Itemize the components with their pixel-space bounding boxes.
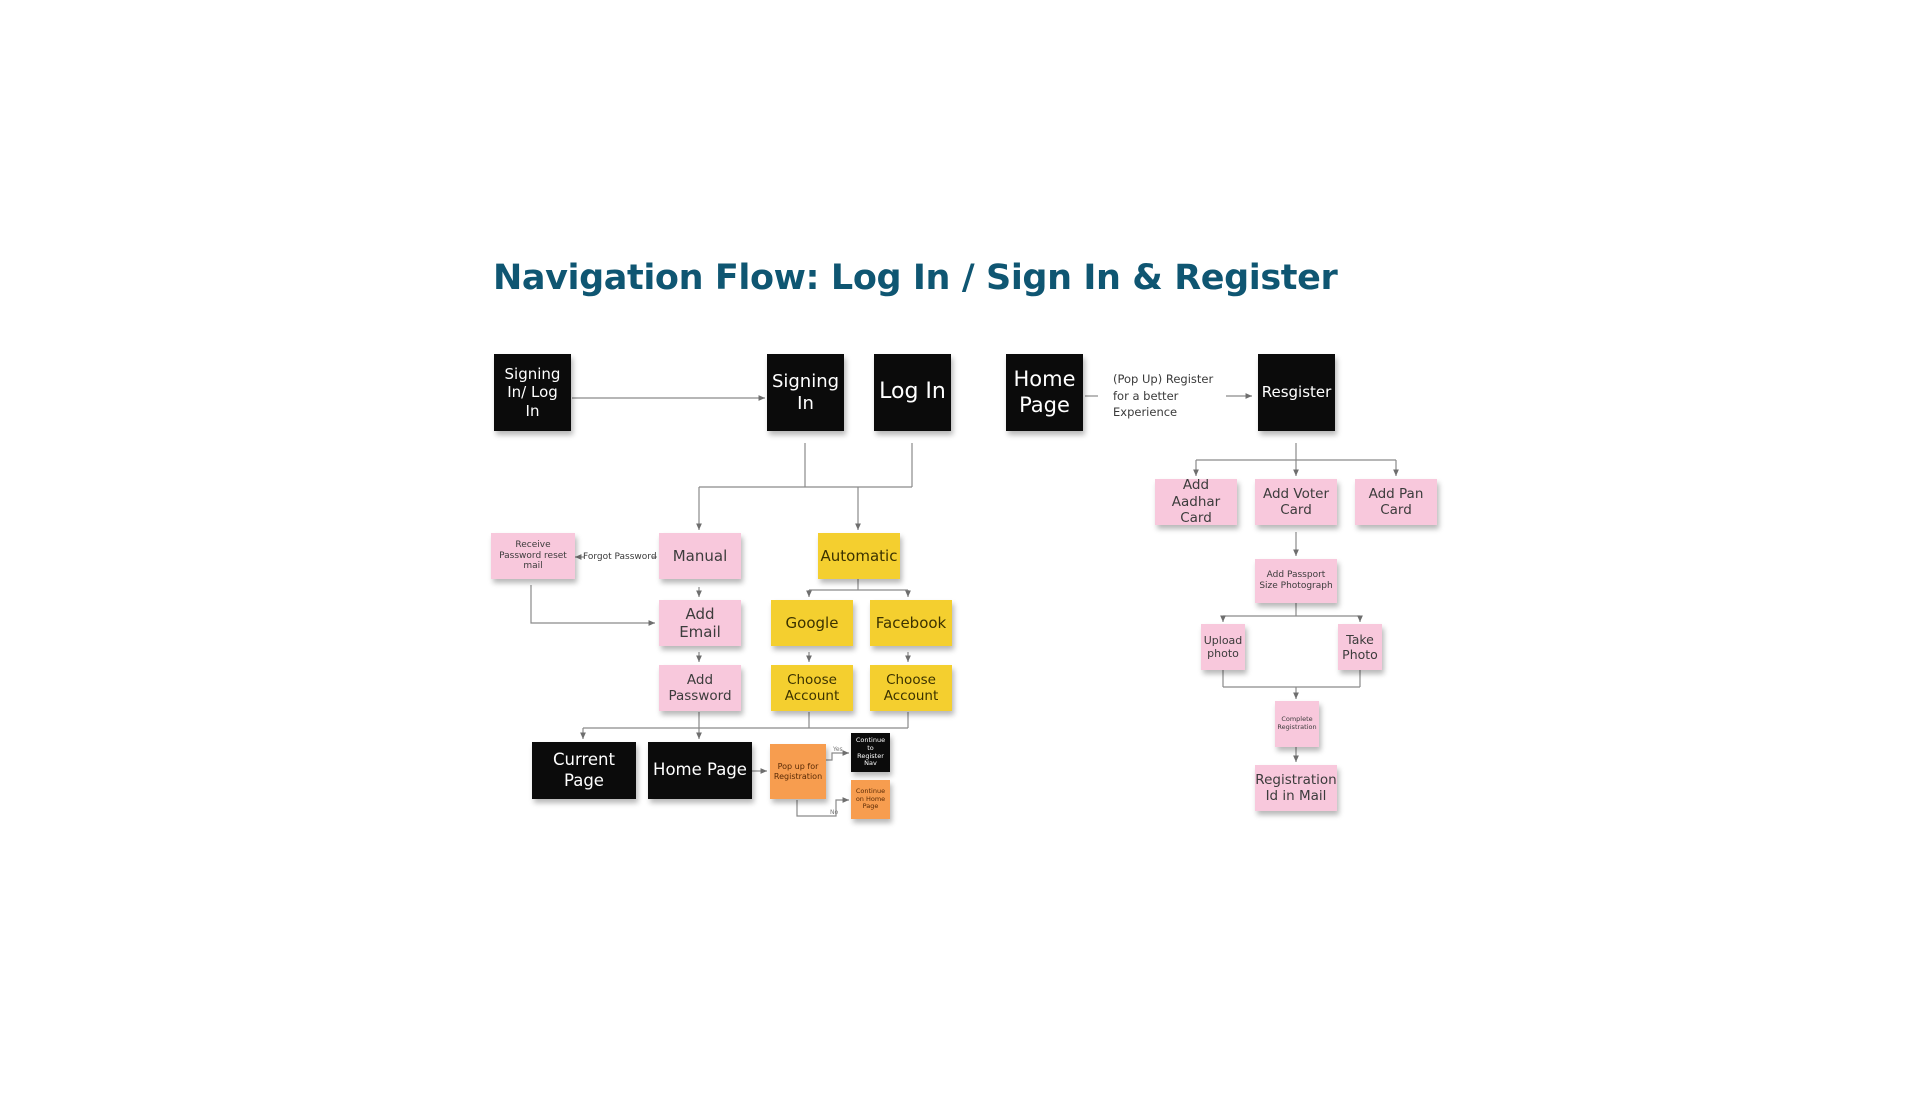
node-registration-id-mail-label: Registration Id in Mail (1255, 771, 1337, 804)
node-add-passport-photo-label: Add Passport Size Photograph (1259, 570, 1333, 591)
node-choose-account-google: Choose Account (771, 665, 853, 711)
edge-label-forgot-password: Forgot Password (583, 552, 657, 562)
edge-reset-to-email (530, 585, 655, 626)
node-registration-id-mail: Registration Id in Mail (1255, 765, 1337, 811)
node-add-password: Add Password (659, 665, 741, 711)
node-add-email: Add Email (659, 600, 741, 646)
node-add-password-label: Add Password (668, 671, 732, 704)
node-continue-register-label: Continue to Register Nav (855, 735, 886, 768)
node-take-photo: Take Photo (1338, 624, 1382, 670)
node-receive-reset-label: Receive Password reset mail (499, 539, 567, 572)
node-choose-account-google-label: Choose Account (784, 671, 840, 704)
node-continue-home-label: Continue on Home Page (855, 786, 886, 811)
node-current-page-label: Current Page (553, 750, 615, 790)
node-upload-photo-label: Upload photo (1203, 633, 1243, 660)
node-upload-photo: Upload photo (1201, 624, 1245, 670)
node-continue-home: Continue on Home Page (851, 780, 890, 819)
node-signing-log-in: Signing In/ Log In (494, 354, 571, 431)
node-signing-in-label: Signing In (771, 370, 840, 414)
page-title: Navigation Flow: Log In / Sign In & Regi… (493, 258, 1338, 298)
node-receive-reset: Receive Password reset mail (491, 533, 575, 579)
node-complete-registration: Complete Registration (1275, 701, 1319, 747)
node-add-pan: Add Pan Card (1355, 479, 1437, 525)
edge-label-popup-register: (Pop Up) Register for a better Experienc… (1113, 372, 1214, 420)
node-add-voter-label: Add Voter Card (1262, 485, 1330, 518)
node-continue-register: Continue to Register Nav (851, 733, 890, 772)
node-choose-account-facebook: Choose Account (870, 665, 952, 711)
node-facebook-label: Facebook (875, 613, 947, 632)
node-home-page-bottom: Home Page (648, 742, 752, 799)
node-add-passport-photo: Add Passport Size Photograph (1255, 559, 1337, 603)
node-add-aadhar-label: Add Aadhar Card (1171, 477, 1221, 527)
node-popup-registration: Pop up for Registration (770, 744, 826, 799)
node-home-page-top: Home Page (1006, 354, 1083, 431)
node-register: Resgister (1258, 354, 1335, 431)
node-google-label: Google (785, 613, 839, 632)
node-google: Google (771, 600, 853, 646)
node-add-email-label: Add Email (679, 604, 721, 641)
edge-label-yes: Yes (833, 746, 843, 753)
node-home-page-top-label: Home Page (1013, 366, 1076, 417)
node-signing-log-in-label: Signing In/ Log In (504, 365, 561, 420)
node-manual: Manual (659, 533, 741, 579)
node-signing-in: Signing In (767, 354, 844, 431)
node-automatic-label: Automatic (820, 546, 898, 565)
node-add-aadhar: Add Aadhar Card (1155, 477, 1237, 527)
node-add-pan-label: Add Pan Card (1368, 485, 1424, 518)
node-register-label: Resgister (1261, 383, 1332, 402)
edge-label-no: No (830, 809, 839, 816)
node-log-in-label: Log In (879, 379, 946, 405)
node-popup-registration-label: Pop up for Registration (773, 761, 823, 781)
edge-popup-yes (825, 750, 849, 761)
edge-popup-no (796, 797, 849, 817)
node-complete-registration-label: Complete Registration (1277, 715, 1317, 731)
node-automatic: Automatic (818, 533, 900, 579)
node-facebook: Facebook (870, 600, 952, 646)
node-take-photo-label: Take Photo (1342, 631, 1378, 662)
node-add-voter: Add Voter Card (1255, 479, 1337, 525)
node-manual-label: Manual (672, 546, 728, 565)
node-current-page: Current Page (532, 742, 636, 799)
node-choose-account-facebook-label: Choose Account (883, 671, 939, 704)
node-log-in: Log In (874, 354, 951, 431)
node-home-page-bottom-label: Home Page (653, 760, 747, 780)
